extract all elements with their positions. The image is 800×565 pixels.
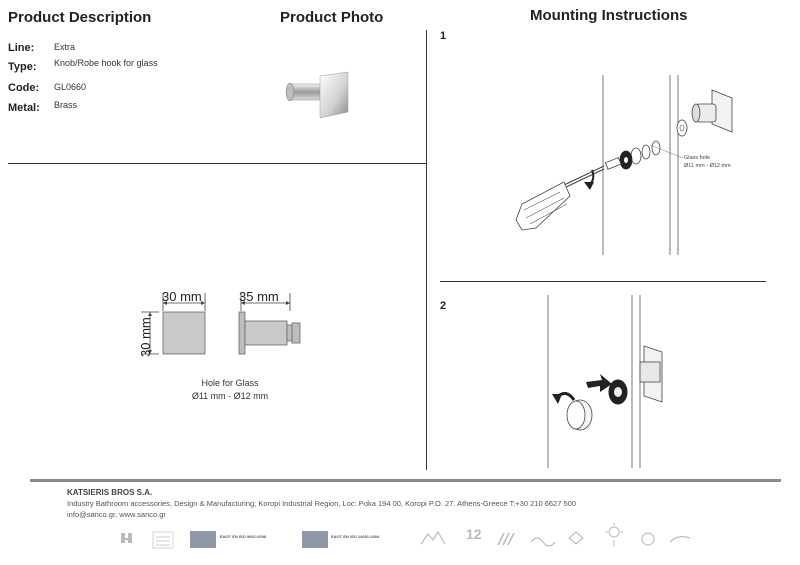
quality-100-icon [152,531,174,549]
step-2-number: 2 [440,300,447,312]
mountain-logo-icon [420,530,446,545]
product-description-header: Product Description [8,9,152,26]
spec-line-label: Line: [8,42,35,54]
technical-drawing [141,293,301,355]
sun-logo-icon [605,523,623,546]
step-1-number: 1 [440,30,447,42]
spec-type-value: Knob/Robe hook for glass [54,58,158,68]
spec-metal-value: Brass [54,100,78,110]
step-divider [440,281,766,282]
depth-dimension: 35 mm [239,289,279,304]
mounting-instructions-header: Mounting Instructions [530,7,688,24]
footer-bar [30,479,781,482]
leaf-logo-icon [568,531,584,545]
spec-code-label: Code: [8,82,40,94]
recycle-logo-icon [641,532,655,546]
spec-code-value: GL0660 [54,82,87,92]
column-divider [426,30,427,470]
hellas-logo-icon [121,533,132,543]
footer-contact: info@sanco.gr, www.sanco.gr [67,510,166,519]
glass-hole-label: Glass hole [684,155,710,161]
hole-title: Hole for Glass [201,378,259,388]
footer-address: Industry Bathroom accessories, Design & … [67,499,576,508]
product-photo-header: Product Photo [280,9,384,26]
bird-logo-icon [669,536,691,543]
step-2-illustration [547,295,663,468]
spec-type-label: Type: [8,61,37,73]
eu-flag-icon-2 [302,531,328,548]
step-1-illustration [515,75,733,255]
cert-iso-9001: EAOT EN ISO 9001:2008 [220,534,267,539]
hole-size: Ø11 mm - Ø12 mm [191,391,269,401]
product-photo [285,71,349,119]
footer-company: KATSIERIS BROS S.A. [67,488,153,497]
section-divider [8,163,426,164]
glass-hole-size: Ø11 mm - Ø12 mm [684,163,731,169]
width-dimension: 30 mm [162,289,202,304]
cert-iso-14001: EAOT EN ISO 14001:2004 [331,534,380,539]
eu-flag-icon [190,531,216,548]
height-dimension: 30 mm [138,317,153,357]
stripes-logo-icon [497,532,515,546]
warranty-12-badge: 12 [466,526,482,542]
spec-line-value: Extra [54,42,76,52]
wave-logo-icon [530,537,556,547]
spec-metal-label: Metal: [8,102,40,114]
